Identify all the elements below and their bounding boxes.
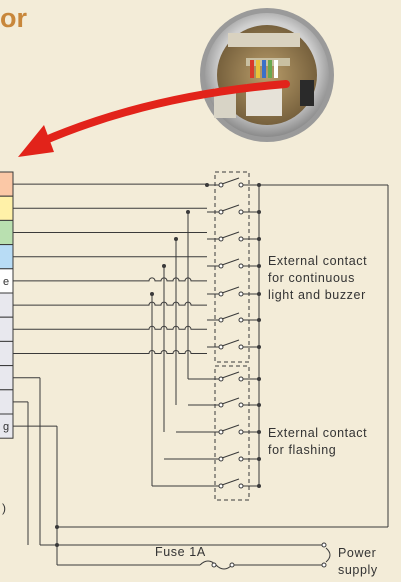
fuse-terminal-right — [229, 562, 235, 568]
terminal-4 — [0, 244, 14, 270]
switch-continuous-5 — [207, 286, 259, 297]
switch-box-continuous — [214, 171, 250, 363]
wire-terminal-6 — [13, 301, 207, 306]
red-arrow-icon — [18, 80, 290, 157]
continuous-label-line3: light and buzzer — [268, 288, 366, 302]
terminal-2 — [0, 195, 14, 221]
continuous-label-line2: for continuous — [268, 271, 355, 285]
power-terminal-top — [321, 542, 327, 548]
junction-dot — [55, 543, 59, 547]
terminal-label-5: e — [3, 276, 9, 288]
switch-blade — [221, 478, 240, 486]
switch-continuous-2 — [207, 204, 259, 215]
switch-contact-right — [238, 429, 244, 435]
switch-contact-right — [238, 456, 244, 462]
paren-fragment: ) — [2, 501, 6, 515]
switch-contact-right — [238, 263, 244, 269]
page-heading: or — [0, 3, 27, 33]
terminal-10 — [0, 389, 14, 415]
switch-blade — [221, 204, 240, 212]
switch-contact-right — [238, 344, 244, 350]
junction-dot — [174, 237, 178, 241]
terminal-1 — [0, 171, 14, 197]
switch-continuous-3 — [207, 231, 259, 242]
power-label-line1: Power — [338, 546, 376, 560]
junction-dot — [55, 525, 59, 529]
terminal-9 — [0, 365, 14, 391]
switch-blade — [221, 339, 240, 347]
terminal-block: eg — [0, 171, 14, 439]
switch-blade — [221, 312, 240, 320]
terminal-3 — [0, 219, 14, 246]
switch-box-flashing — [214, 365, 250, 501]
terminal-8 — [0, 340, 14, 367]
switch-blade — [221, 231, 240, 239]
product-photo — [200, 8, 334, 142]
switch-continuous-4 — [207, 258, 259, 269]
power-bracket-icon — [325, 547, 331, 563]
switch-flashing-3 — [207, 424, 259, 435]
switch-blade — [221, 371, 240, 379]
terminal-7 — [0, 316, 14, 342]
wire-terminal-5 — [13, 277, 207, 282]
fuse-label: Fuse 1A — [155, 545, 206, 559]
switches — [207, 177, 259, 489]
switch-contact-right — [238, 402, 244, 408]
switch-contact-right — [238, 483, 244, 489]
switch-flashing-5 — [207, 478, 259, 489]
switch-blade — [221, 258, 240, 266]
wire-terminal-8 — [13, 350, 207, 354]
junction-dot — [162, 264, 166, 268]
switch-contact-right — [238, 236, 244, 242]
switch-blade — [221, 451, 240, 459]
switch-contact-right — [238, 376, 244, 382]
wiring — [13, 183, 389, 570]
switch-continuous-7 — [207, 339, 259, 350]
terminal-label-11: g — [3, 421, 9, 433]
switch-contact-right — [238, 317, 244, 323]
switch-continuous-6 — [207, 312, 259, 323]
terminal-6 — [0, 292, 14, 318]
junction-dot — [186, 210, 190, 214]
switch-continuous-1 — [207, 177, 259, 188]
flashing-label-line1: External contact — [268, 426, 367, 440]
switch-flashing-1 — [207, 371, 259, 382]
switch-blade — [221, 286, 240, 294]
switch-blade — [221, 397, 240, 405]
switch-contact-right — [238, 182, 244, 188]
power-label-line2: supply — [338, 563, 378, 577]
fuse-terminal-left — [211, 562, 217, 568]
switch-blade — [221, 177, 240, 185]
junction-dot — [150, 292, 154, 296]
switch-flashing-4 — [207, 451, 259, 462]
switch-blade — [221, 424, 240, 432]
continuous-label-line1: External contact — [268, 254, 367, 268]
flashing-label-line2: for flashing — [268, 443, 336, 457]
switch-contact-right — [238, 291, 244, 297]
power-terminal-bottom — [321, 562, 327, 568]
wire-terminal-7 — [13, 325, 207, 330]
switch-contact-right — [238, 209, 244, 215]
switch-flashing-2 — [207, 397, 259, 408]
